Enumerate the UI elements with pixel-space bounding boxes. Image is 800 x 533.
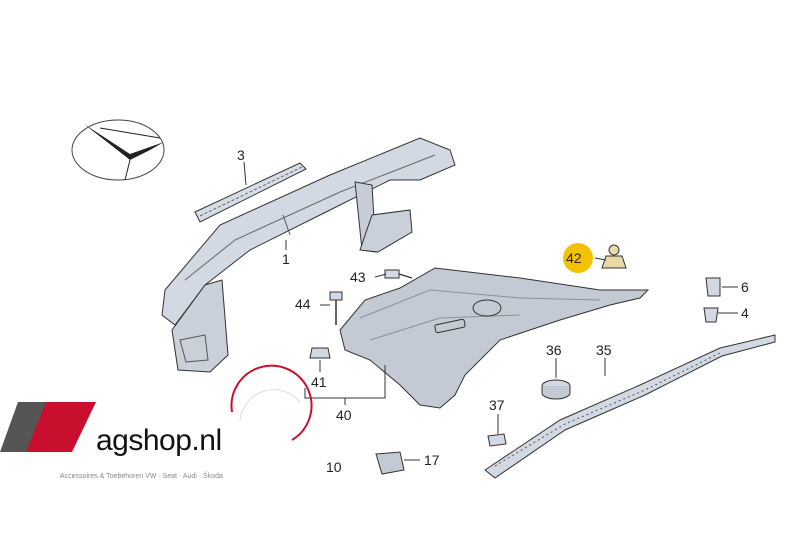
callout-37: 37 <box>489 397 505 413</box>
callout-43: 43 <box>350 269 366 285</box>
part-40-cover <box>339 267 650 409</box>
callout-36: 36 <box>546 342 562 358</box>
callout-4: 4 <box>741 305 749 321</box>
part-1-crossmember <box>161 137 456 373</box>
callout-6: 6 <box>741 279 749 295</box>
part-3-strip <box>194 162 307 223</box>
callouts: 3 1 43 44 41 40 42 6 4 36 35 37 17 10 <box>237 147 749 475</box>
orientation-icon <box>71 119 165 181</box>
part-37-clip <box>487 433 507 447</box>
part-42-clip <box>601 244 627 269</box>
brand-tagline: Accessoires & Toebehoren VW · Seat · Aud… <box>60 471 223 480</box>
part-35-seal <box>484 334 776 479</box>
callout-10: 10 <box>326 459 342 475</box>
part-4-clip <box>703 307 719 323</box>
callout-44: 44 <box>295 296 311 312</box>
callout-35: 35 <box>596 342 612 358</box>
logo-mark-red <box>26 402 96 452</box>
callout-42-highlight <box>563 243 593 273</box>
part-41-clip <box>309 347 331 359</box>
brand-name: agshop.nl <box>96 424 222 457</box>
watermark-logo: agshop.nl Accessoires & Toebehoren VW · … <box>0 364 313 480</box>
callout-41: 41 <box>311 374 327 390</box>
part-17-bracket <box>375 451 405 475</box>
part-36-cap <box>541 379 571 400</box>
callout-17: 17 <box>424 452 440 468</box>
callout-40: 40 <box>336 407 352 423</box>
callout-42: 42 <box>566 250 582 266</box>
leader-lines <box>243 161 738 461</box>
callout-1: 1 <box>282 251 290 267</box>
part-6-clip <box>705 277 721 297</box>
part-43-screw <box>384 269 413 279</box>
part-44-bolt <box>329 291 343 325</box>
callout-3: 3 <box>237 147 245 163</box>
